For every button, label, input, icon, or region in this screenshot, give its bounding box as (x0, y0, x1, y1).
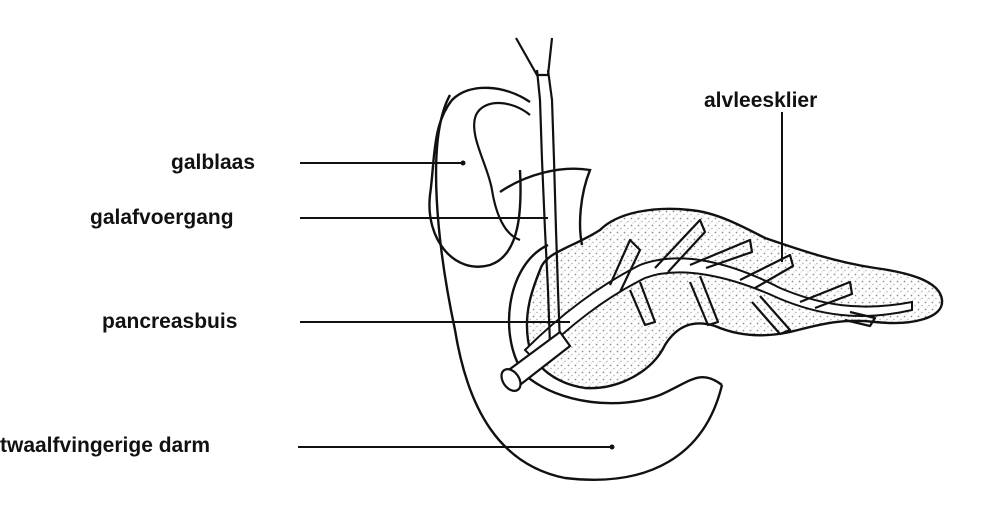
duodenum-outline (434, 94, 724, 481)
label-galblaas: galblaas (171, 151, 256, 174)
leader-dot (609, 444, 615, 450)
bile-duct-fork (515, 37, 554, 77)
pancreas-body (525, 207, 944, 390)
label-galafvoergang: galafvoergang (90, 206, 234, 229)
bile-duct-wall (546, 69, 562, 346)
gallbladder-outline (428, 86, 531, 268)
label-alvleesklier: alvleesklier (704, 89, 818, 112)
tube-end (500, 368, 522, 392)
leader-dot (460, 160, 466, 166)
label-twaalfvingerige-darm: twaalfvingerige darm (0, 434, 211, 457)
pancreatic-duct (523, 257, 913, 362)
duodenum-inner-curve (507, 243, 723, 405)
duodenum-top-flap (499, 167, 592, 246)
label-pancreasbuis: pancreasbuis (102, 310, 238, 333)
pancreatic-duct-branches (608, 218, 877, 336)
gallbladder-inner (473, 101, 531, 242)
bile-duct (535, 69, 552, 346)
